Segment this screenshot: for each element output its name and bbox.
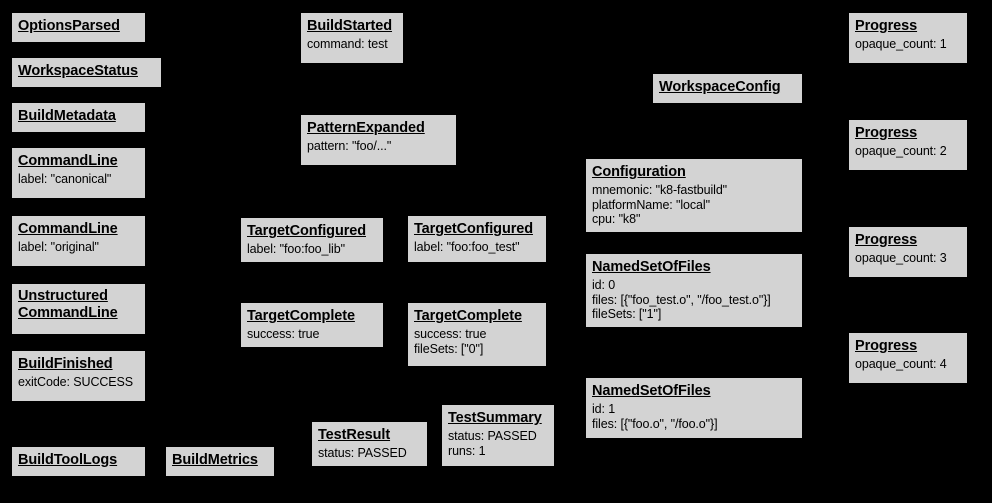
event-node-title: Progress xyxy=(855,338,918,354)
event-node-attribute: platformName: "local" xyxy=(592,197,710,212)
event-node-attribute: status: PASSED xyxy=(448,428,537,443)
event-node-attribute: id: 1 xyxy=(592,401,616,416)
event-node-attribute: label: "foo:foo_test" xyxy=(414,239,520,254)
event-node-attribute: cpu: "k8" xyxy=(592,212,641,227)
event-node-attributes: label: "foo:foo_test" xyxy=(414,240,540,255)
event-node-attributes: status: PASSED xyxy=(318,446,421,461)
event-node-attributes: pattern: "foo/..." xyxy=(307,139,450,154)
event-node-attribute: mnemonic: "k8-fastbuild" xyxy=(592,182,728,197)
event-node-attribute: opaque_count: 4 xyxy=(855,356,947,371)
event-node-progress-2[interactable]: Progress opaque_count: 2 xyxy=(848,119,968,171)
event-node-attributes: command: test xyxy=(307,37,397,52)
event-node-title: CommandLine xyxy=(18,153,118,169)
event-node-attribute: command: test xyxy=(307,36,388,51)
event-node-title: OptionsParsed xyxy=(18,18,120,34)
event-node-attribute: success: true xyxy=(247,326,320,341)
event-node-progress-1[interactable]: Progress opaque_count: 1 xyxy=(848,12,968,64)
event-node-attributes: label: "canonical" xyxy=(18,172,139,187)
event-node-unstructured-command-line[interactable]: Unstructured CommandLine xyxy=(11,283,146,335)
event-node-attribute: opaque_count: 1 xyxy=(855,36,947,51)
event-node-attribute: exitCode: SUCCESS xyxy=(18,374,134,389)
event-node-title: TestResult xyxy=(318,427,391,443)
event-node-title: BuildToolLogs xyxy=(18,452,118,468)
event-node-target-complete-lib[interactable]: TargetComplete success: true xyxy=(240,302,384,348)
event-node-title: NamedSetOfFiles xyxy=(592,259,711,275)
event-node-title: BuildMetadata xyxy=(18,108,116,124)
event-node-title: BuildStarted xyxy=(307,18,393,34)
event-node-title: BuildFinished xyxy=(18,356,113,372)
event-node-title: CommandLine xyxy=(18,221,118,237)
event-node-attributes: opaque_count: 4 xyxy=(855,357,961,372)
event-node-pattern-expanded[interactable]: PatternExpanded pattern: "foo/..." xyxy=(300,114,457,166)
event-node-build-tool-logs[interactable]: BuildToolLogs xyxy=(11,446,146,477)
event-node-target-configured-lib[interactable]: TargetConfigured label: "foo:foo_lib" xyxy=(240,217,384,263)
event-node-attribute: opaque_count: 2 xyxy=(855,143,947,158)
event-node-options-parsed[interactable]: OptionsParsed xyxy=(11,12,146,43)
event-node-attribute: label: "foo:foo_lib" xyxy=(247,241,345,256)
event-node-attribute: label: "canonical" xyxy=(18,171,112,186)
event-node-build-metrics[interactable]: BuildMetrics xyxy=(165,446,275,477)
event-node-title: WorkspaceConfig xyxy=(659,79,781,95)
event-node-attributes: opaque_count: 2 xyxy=(855,144,961,159)
event-node-attribute: status: PASSED xyxy=(318,445,407,460)
event-node-attribute: fileSets: ["1"] xyxy=(592,307,662,322)
event-node-progress-4[interactable]: Progress opaque_count: 4 xyxy=(848,332,968,384)
event-node-attribute: files: [{"foo_test.o", "/foo_test.o"}] xyxy=(592,292,771,307)
event-node-title: Configuration xyxy=(592,164,686,180)
event-node-attributes: exitCode: SUCCESS xyxy=(18,375,139,390)
event-node-title: Progress xyxy=(855,125,918,141)
event-node-build-metadata[interactable]: BuildMetadata xyxy=(11,102,146,133)
event-node-workspace-config[interactable]: WorkspaceConfig xyxy=(652,73,803,104)
event-node-build-started[interactable]: BuildStarted command: test xyxy=(300,12,404,64)
event-node-title: TargetConfigured xyxy=(247,223,366,239)
event-node-attributes: success: true xyxy=(247,327,377,342)
event-node-progress-3[interactable]: Progress opaque_count: 3 xyxy=(848,226,968,278)
event-node-attribute: runs: 1 xyxy=(448,443,486,458)
event-node-attributes: opaque_count: 3 xyxy=(855,251,961,266)
event-node-attribute: id: 0 xyxy=(592,277,616,292)
event-node-attributes: label: "original" xyxy=(18,240,139,255)
event-node-attribute: fileSets: ["0"] xyxy=(414,341,484,356)
event-node-title: TargetComplete xyxy=(247,308,355,324)
event-node-title: Progress xyxy=(855,18,918,34)
event-node-title: Unstructured CommandLine xyxy=(18,288,118,322)
event-node-title: TargetComplete xyxy=(414,308,522,324)
event-node-workspace-status[interactable]: WorkspaceStatus xyxy=(11,57,162,88)
event-node-configuration[interactable]: Configuration mnemonic: "k8-fastbuild"pla… xyxy=(585,158,803,233)
event-node-build-finished[interactable]: BuildFinished exitCode: SUCCESS xyxy=(11,350,146,402)
event-node-command-line-canonical[interactable]: CommandLine label: "canonical" xyxy=(11,147,146,199)
event-node-title: NamedSetOfFiles xyxy=(592,383,711,399)
event-node-command-line-original[interactable]: CommandLine label: "original" xyxy=(11,215,146,267)
event-node-title: WorkspaceStatus xyxy=(18,63,138,79)
event-node-attributes: opaque_count: 1 xyxy=(855,37,961,52)
event-node-test-result[interactable]: TestResult status: PASSED xyxy=(311,421,428,467)
event-node-title: TestSummary xyxy=(448,410,542,426)
event-node-target-configured-test[interactable]: TargetConfigured label: "foo:foo_test" xyxy=(407,215,547,263)
event-node-title: TargetConfigured xyxy=(414,221,533,237)
event-node-attributes: mnemonic: "k8-fastbuild"platformName: "l… xyxy=(592,183,796,227)
event-node-attributes: label: "foo:foo_lib" xyxy=(247,242,377,257)
event-node-attribute: success: true xyxy=(414,326,487,341)
event-node-title: BuildMetrics xyxy=(172,452,258,468)
event-node-attribute: pattern: "foo/..." xyxy=(307,138,392,153)
event-node-attribute: files: [{"foo.o", "/foo.o"}] xyxy=(592,416,718,431)
event-node-attribute: opaque_count: 3 xyxy=(855,250,947,265)
event-node-title: Progress xyxy=(855,232,918,248)
event-node-title: PatternExpanded xyxy=(307,120,425,136)
event-node-attribute: label: "original" xyxy=(18,239,99,254)
